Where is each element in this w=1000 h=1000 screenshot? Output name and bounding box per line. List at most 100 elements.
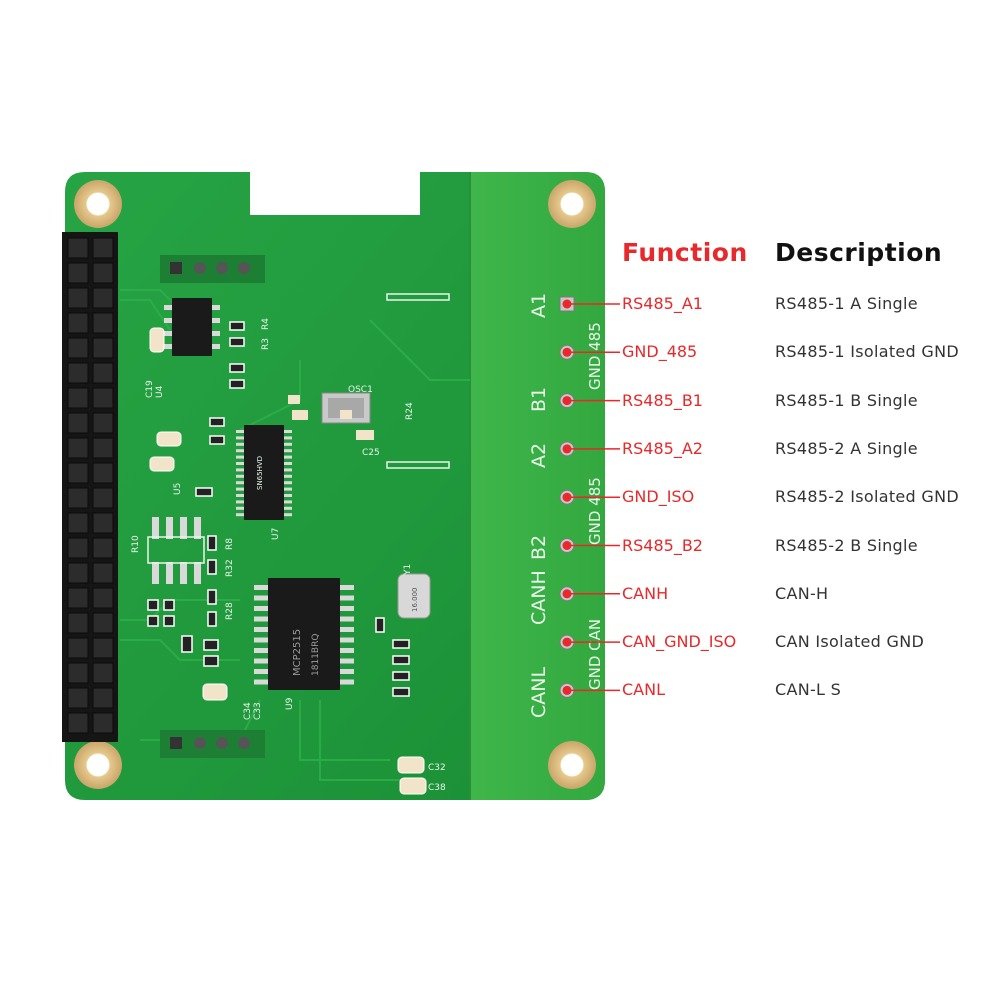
description-gnd-iso: RS485-2 Isolated GND <box>775 487 959 507</box>
gpio-pin <box>67 712 89 734</box>
gpio-pin <box>92 287 114 309</box>
function-rs485-b2: RS485_B2 <box>622 535 703 555</box>
function-canh: CANH <box>622 583 669 603</box>
gpio-header <box>62 232 118 742</box>
gpio-pin <box>92 237 114 259</box>
description-gnd-485: RS485-1 Isolated GND <box>775 342 959 362</box>
silkscreen-refs: C19 U4 U5 R10 R8 R32 R28 U9 Y1 U7 OSC1 R… <box>131 318 446 793</box>
description-can-gnd-iso: CAN Isolated GND <box>775 632 925 652</box>
svg-text:R24: R24 <box>405 402 415 420</box>
terminal-label-b2: B2 <box>528 535 550 560</box>
description-rs485-b1: RS485-1 B Single <box>775 390 918 410</box>
chip-u9-marking-sub: 1811BRQ <box>311 634 321 676</box>
terminal-label-canl: CANL <box>528 667 550 718</box>
gpio-pin <box>67 437 89 459</box>
svg-text:U7: U7 <box>271 528 281 540</box>
gpio-pin <box>92 437 114 459</box>
function-gnd-iso: GND_ISO <box>622 487 695 507</box>
gpio-pin <box>92 587 114 609</box>
function-rs485-b1: RS485_B1 <box>622 390 703 410</box>
svg-text:R28: R28 <box>225 602 235 620</box>
gpio-pin <box>67 387 89 409</box>
gpio-pin <box>92 612 114 634</box>
svg-text:R3: R3 <box>261 338 271 350</box>
terminal-labels: A1 B1 A2 B2 CANH CANL <box>528 293 550 718</box>
gpio-pin <box>92 562 114 584</box>
pcb-traces <box>120 289 470 781</box>
svg-text:Y1: Y1 <box>403 564 413 576</box>
gpio-pin <box>67 687 89 709</box>
gpio-pin <box>67 287 89 309</box>
terminal-label-a1: A1 <box>528 293 550 318</box>
function-canl: CANL <box>622 680 665 700</box>
smd-components <box>147 321 427 795</box>
svg-text:R8: R8 <box>225 538 235 550</box>
gpio-pin <box>92 312 114 334</box>
description-canl: CAN-L S <box>775 680 842 700</box>
gpio-pin <box>67 537 89 559</box>
svg-text:C32: C32 <box>428 763 446 773</box>
bottom-pin-header <box>160 730 265 758</box>
gpio-pin <box>92 712 114 734</box>
gpio-pin <box>67 262 89 284</box>
svg-text:C33: C33 <box>253 702 263 720</box>
crystal-y1: 16.000 <box>397 573 431 619</box>
function-rs485-a2: RS485_A2 <box>622 438 703 458</box>
chip-u7: SN65HVD <box>236 425 292 520</box>
gpio-pin <box>67 512 89 534</box>
function-can-gnd-iso: CAN_GND_ISO <box>622 632 737 652</box>
terminal-gnd-labels: GND 485 GND 485 GND CAN <box>586 322 604 690</box>
terminal-label-b1: B1 <box>528 387 550 412</box>
svg-text:U9: U9 <box>285 697 295 710</box>
top-pin-header <box>160 255 265 283</box>
terminal-label-a2: A2 <box>528 443 550 468</box>
description-canh: CAN-H <box>775 583 829 603</box>
description-rs485-a1: RS485-1 A Single <box>775 294 918 313</box>
gpio-pin <box>67 237 89 259</box>
description-rs485-b2: RS485-2 B Single <box>775 535 918 555</box>
gpio-pin <box>67 562 89 584</box>
svg-text:C19: C19 <box>145 380 155 398</box>
svg-text:GND 485: GND 485 <box>586 477 604 545</box>
gpio-pin <box>92 662 114 684</box>
gpio-pin <box>92 537 114 559</box>
svg-text:R4: R4 <box>261 318 271 330</box>
gpio-pin <box>92 412 114 434</box>
svg-text:C38: C38 <box>428 783 446 793</box>
mounting-holes <box>74 180 596 789</box>
gpio-pin <box>67 662 89 684</box>
gpio-pin <box>92 462 114 484</box>
description-rs485-a2: RS485-2 A Single <box>775 438 918 458</box>
svg-text:R32: R32 <box>225 559 235 577</box>
gpio-pin <box>67 337 89 359</box>
function-rs485-a1: RS485_A1 <box>622 294 703 313</box>
chip-u7-marking: SN65HVD <box>256 456 264 490</box>
svg-text:C25: C25 <box>362 448 380 458</box>
gpio-pin <box>67 637 89 659</box>
svg-text:R10: R10 <box>131 535 141 553</box>
gpio-pin <box>92 512 114 534</box>
svg-text:OSC1: OSC1 <box>348 385 373 395</box>
gpio-pin <box>92 337 114 359</box>
crystal-marking: 16.000 <box>411 588 419 613</box>
svg-text:U4: U4 <box>155 385 165 398</box>
gpio-pin <box>92 637 114 659</box>
chip-u9: MCP2515 1811BRQ <box>254 578 354 690</box>
gpio-pin <box>92 262 114 284</box>
function-gnd-485: GND_485 <box>622 342 698 362</box>
description-header: Description <box>775 238 943 267</box>
svg-text:GND 485: GND 485 <box>586 322 604 390</box>
chip-u4 <box>164 298 220 356</box>
terminal-label-canh: CANH <box>528 570 550 625</box>
gpio-pin <box>92 487 114 509</box>
svg-text:GND CAN: GND CAN <box>586 619 604 690</box>
gpio-pin <box>67 587 89 609</box>
gpio-pin <box>92 362 114 384</box>
svg-text:C34: C34 <box>243 702 253 720</box>
gpio-pin <box>67 312 89 334</box>
chip-u9-marking: MCP2515 <box>292 629 303 676</box>
gpio-pin <box>92 687 114 709</box>
svg-text:U5: U5 <box>173 483 183 495</box>
gpio-pin <box>67 362 89 384</box>
